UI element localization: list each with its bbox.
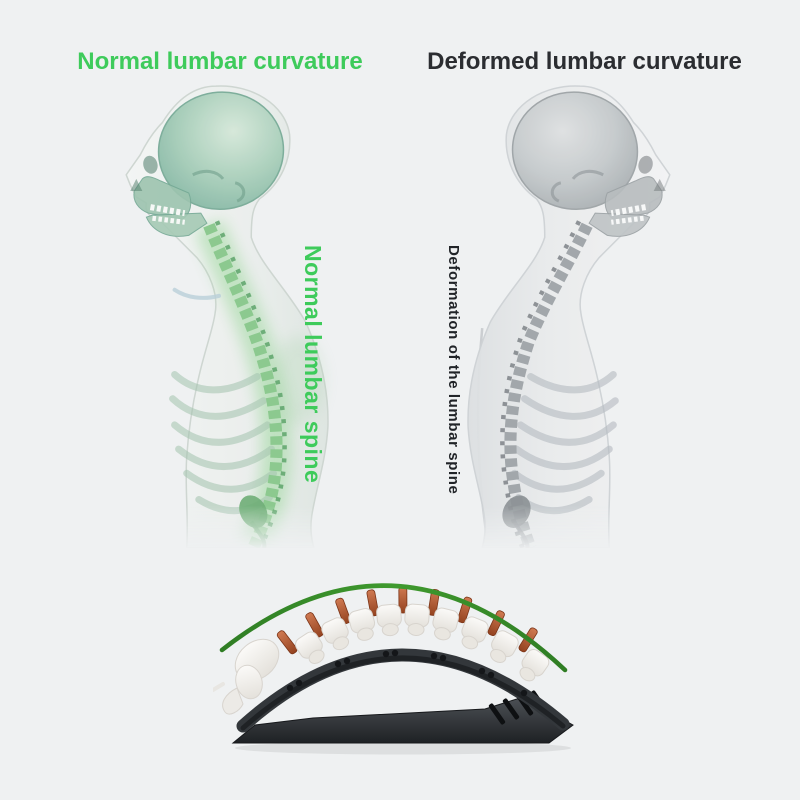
spine-normal xyxy=(203,220,287,548)
spine-deformed xyxy=(500,220,593,548)
ribs-deformed xyxy=(510,370,619,515)
green-curvature-arc xyxy=(219,583,568,673)
shoulder-glow xyxy=(271,336,324,425)
heading-normal-curvature: Normal lumbar curvature xyxy=(77,48,363,75)
normal-spine-figure-illustration xyxy=(125,85,329,548)
arch-band xyxy=(236,648,570,733)
clavicle xyxy=(172,287,222,300)
skull-deformed xyxy=(511,91,666,237)
sacrum-model xyxy=(213,638,280,715)
ribs-normal xyxy=(169,370,277,515)
spine-model xyxy=(213,603,550,715)
heading-deformed-curvature: Deformed lumbar curvature xyxy=(427,48,742,75)
device-shadow xyxy=(235,741,571,755)
label-deformation-lumbar-spine: Deformation of the lumbar spine xyxy=(445,245,462,495)
label-normal-lumbar-spine: Normal lumbar spine xyxy=(300,245,326,484)
skull-normal xyxy=(130,91,285,237)
lumbar-stretcher-device xyxy=(213,583,574,755)
deformed-spine-figure-illustration xyxy=(467,85,671,548)
arch-knobs xyxy=(286,649,528,697)
